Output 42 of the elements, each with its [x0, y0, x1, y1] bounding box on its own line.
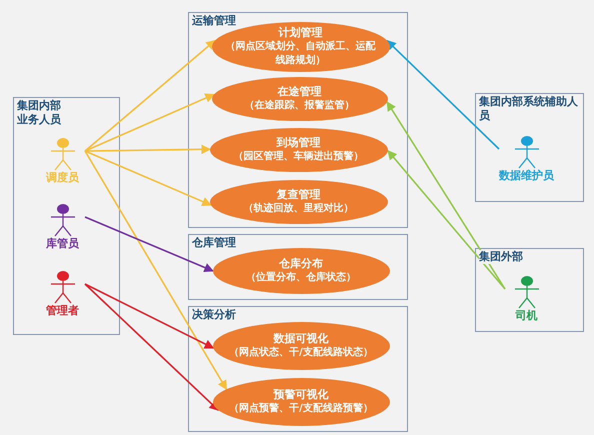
arrow — [84, 94, 215, 152]
actor-label: 司机 — [516, 308, 538, 322]
arrow — [386, 40, 500, 150]
use-case-detail: （网点状态、干/支配线路状态） — [229, 346, 373, 360]
use-case-detail: （园区管理、车辆进出预警） — [234, 150, 364, 164]
group-heading: 集团外部 — [479, 250, 523, 264]
group-box — [475, 93, 584, 202]
actor-label: 调度员 — [46, 170, 79, 184]
use-case-detail: （轨迹回放、里程对比） — [244, 202, 354, 216]
arrow — [84, 40, 216, 152]
actor — [498, 134, 554, 182]
arrow — [84, 150, 212, 206]
arrow — [84, 283, 214, 349]
use-case-title: 仓库分布 — [279, 256, 323, 270]
use-case-detail: （网点区域划分、自动派工、运配线路规划） — [224, 40, 376, 68]
group-box — [188, 234, 408, 300]
use-case-title: 预警可视化 — [274, 388, 328, 402]
use-case-detail: （在途跟踪、报警监管） — [244, 98, 354, 112]
actor-label: 库管员 — [46, 236, 79, 250]
group-heading: 仓库管理 — [192, 236, 236, 250]
use-case-title: 数据可视化 — [274, 332, 328, 346]
use-case-detail: （位置分布、仓库状态） — [246, 270, 356, 284]
use-case-title: 计划管理 — [278, 26, 322, 40]
group-box — [475, 248, 584, 332]
actor-label: 数据维护员 — [499, 168, 554, 182]
group-heading: 集团内部系统辅助人员 — [479, 95, 579, 123]
use-case-title: 到场管理 — [276, 136, 320, 150]
group-box — [13, 97, 120, 335]
arrow — [84, 216, 214, 272]
arrow — [386, 101, 506, 290]
actor-label: 管理者 — [46, 304, 79, 318]
group-box — [188, 306, 408, 432]
use-case-detail: （网点预警、干/支配线路预警） — [229, 402, 373, 416]
arrow — [84, 150, 228, 390]
use-case-title: 在途管理 — [278, 84, 322, 98]
group-heading: 决策分析 — [192, 308, 236, 322]
arrow — [387, 150, 506, 290]
use-case-title: 复查管理 — [276, 188, 320, 202]
arrow — [84, 283, 220, 411]
group-box — [188, 12, 408, 228]
group-heading: 运输管理 — [192, 14, 236, 28]
arrow — [84, 144, 212, 154]
